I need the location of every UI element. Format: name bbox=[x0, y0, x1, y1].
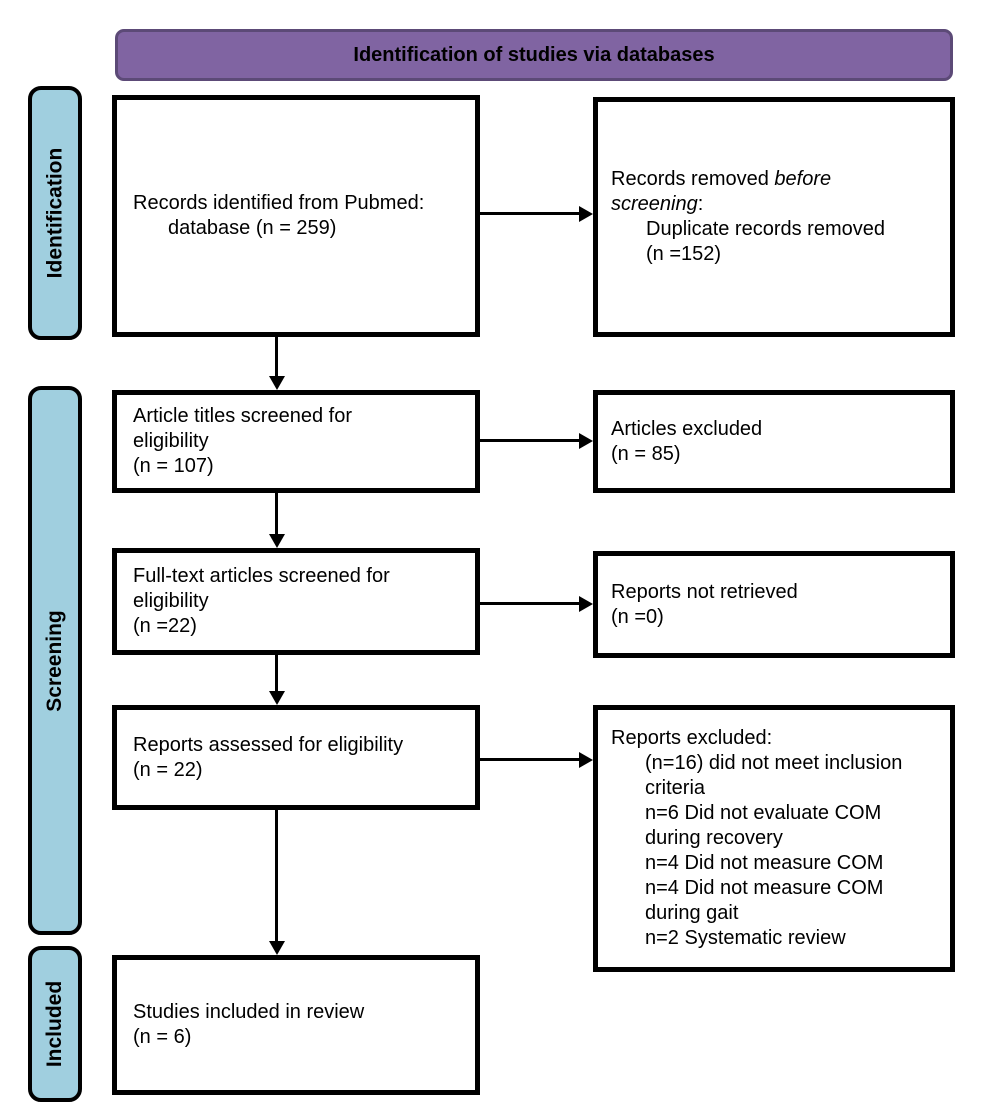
arrow-identified-to-titles bbox=[268, 337, 285, 390]
records-removed-detail2: (n =152) bbox=[646, 243, 722, 265]
reports-excluded-item: n=4 Did not measure COM bbox=[645, 852, 884, 874]
banner-title: Identification of studies via databases bbox=[353, 43, 715, 66]
arrow-identified-to-removed bbox=[480, 205, 593, 222]
articles-excluded-line2: (n = 85) bbox=[611, 442, 681, 465]
records-removed-l1-italic: before bbox=[774, 168, 832, 190]
arrow-assessed-to-included bbox=[268, 810, 285, 955]
titles-screened-line1: Article titles screened for bbox=[133, 405, 352, 427]
box-reports-not-retrieved: Reports not retrieved (n =0) bbox=[593, 551, 955, 658]
reports-excluded-item: n=2 Systematic review bbox=[645, 927, 846, 949]
articles-excluded-line1: Articles excluded bbox=[611, 417, 763, 440]
fulltext-screened-line1: Full-text articles screened for bbox=[133, 565, 390, 587]
banner: Identification of studies via databases bbox=[115, 29, 953, 81]
records-removed-detail1: Duplicate records removed bbox=[646, 218, 885, 240]
reports-assessed-line1: Reports assessed for eligibility bbox=[133, 733, 404, 756]
box-fulltext-screened: Full-text articles screened for eligibil… bbox=[112, 548, 480, 655]
box-titles-screened: Article titles screened for eligibility … bbox=[112, 390, 480, 493]
stage-included-text: Included bbox=[43, 980, 66, 1068]
records-identified-line1: Records identified from Pubmed: bbox=[133, 192, 425, 214]
records-removed-l2-italic: screening bbox=[611, 193, 698, 215]
box-records-removed: Records removed before screening: Duplic… bbox=[593, 97, 955, 337]
records-removed-line1: Records removed before bbox=[611, 167, 940, 192]
box-studies-included: Studies included in review (n = 6) bbox=[112, 955, 480, 1095]
records-removed-l2-normal: : bbox=[697, 193, 704, 215]
titles-screened-line2: eligibility bbox=[133, 430, 209, 452]
arrow-assessed-to-reportsexcluded bbox=[480, 751, 593, 768]
records-identified-line2: database (n = 259) bbox=[168, 217, 337, 239]
box-articles-excluded: Articles excluded (n = 85) bbox=[593, 390, 955, 493]
fulltext-screened-line2: eligibility bbox=[133, 590, 209, 612]
box-reports-excluded: Reports excluded: (n=16) did not meet in… bbox=[593, 705, 955, 972]
records-removed-line2: screening: bbox=[611, 192, 940, 217]
box-records-identified: Records identified from Pubmed: database… bbox=[112, 95, 480, 337]
studies-included-line2: (n = 6) bbox=[133, 1026, 192, 1048]
reports-excluded-item: n=6 Did not evaluate COM during recovery bbox=[645, 802, 882, 849]
reports-excluded-item: n=4 Did not measure COM during gait bbox=[645, 877, 884, 924]
arrow-titles-to-fulltext bbox=[268, 493, 285, 548]
stage-label-identification: Identification bbox=[28, 86, 82, 340]
arrow-fulltext-to-notretrieved bbox=[480, 595, 593, 612]
reports-assessed-line2: (n = 22) bbox=[133, 758, 203, 781]
reports-not-retrieved-line1: Reports not retrieved bbox=[611, 580, 798, 603]
reports-excluded-item: (n=16) did not meet inclusion criteria bbox=[645, 752, 903, 799]
stage-label-included: Included bbox=[28, 946, 82, 1102]
stage-screening-text: Screening bbox=[43, 609, 67, 712]
fulltext-screened-line3: (n =22) bbox=[133, 615, 197, 637]
reports-excluded-header: Reports excluded: bbox=[611, 727, 773, 749]
titles-screened-line3: (n = 107) bbox=[133, 455, 214, 477]
stage-identification-text: Identification bbox=[43, 147, 67, 279]
studies-included-line1: Studies included in review bbox=[133, 1001, 365, 1023]
reports-not-retrieved-line2: (n =0) bbox=[611, 605, 664, 628]
box-reports-assessed: Reports assessed for eligibility (n = 22… bbox=[112, 705, 480, 810]
arrow-titles-to-excluded bbox=[480, 432, 593, 449]
records-removed-l1-normal: Records removed bbox=[611, 168, 775, 190]
stage-label-screening: Screening bbox=[28, 386, 82, 935]
arrow-fulltext-to-assessed bbox=[268, 655, 285, 705]
